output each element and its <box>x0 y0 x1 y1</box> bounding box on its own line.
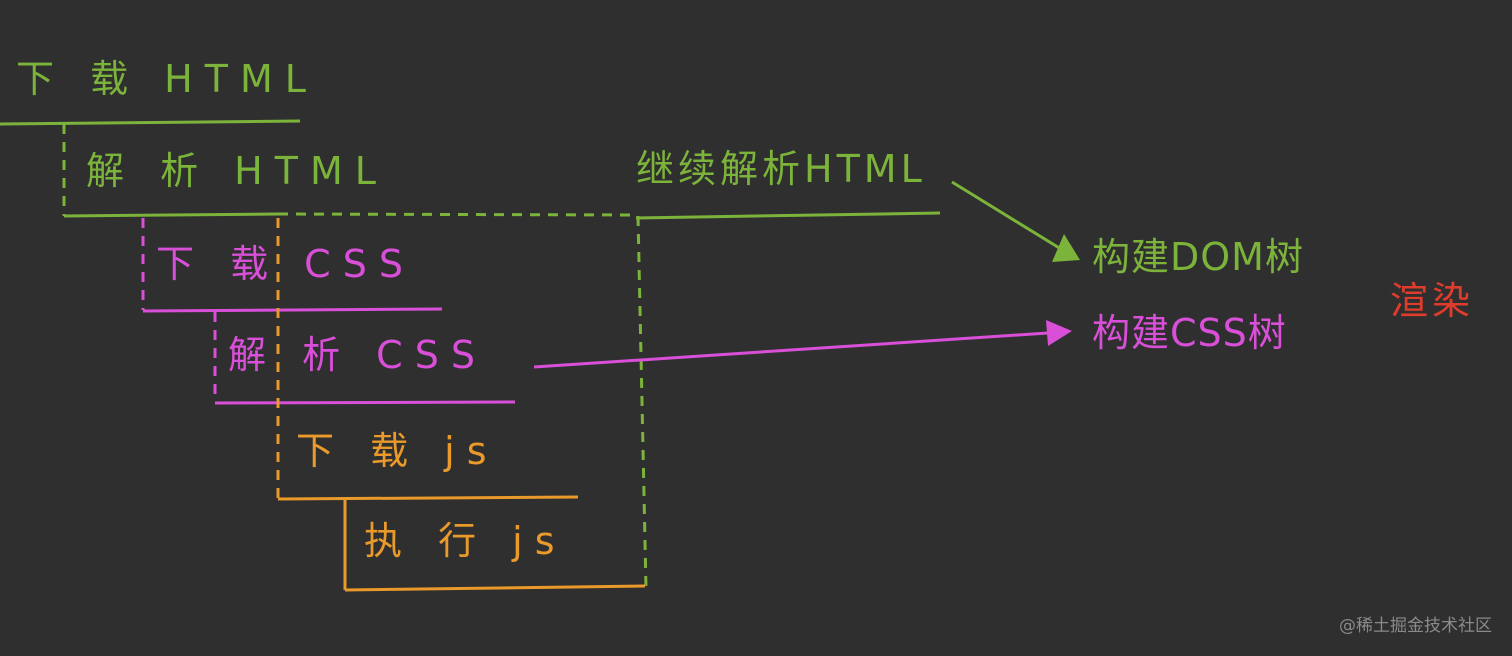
continue-parse-html-bar <box>635 211 941 220</box>
execute-js-bar <box>344 584 646 592</box>
render-label: 渲染 <box>1390 279 1475 323</box>
download-html-label: 下 载 HTML <box>16 57 318 101</box>
parse-html-paused-marker <box>636 215 648 589</box>
watermark: @稀土掘金技术社区 <box>1339 616 1492 636</box>
parse-html-paused-bar <box>277 212 637 217</box>
download-js-bar <box>277 495 579 501</box>
css-tree-arrow <box>533 331 1049 369</box>
parse-html-label: 解 析 HTML <box>86 149 388 193</box>
download-html-bar <box>0 119 301 126</box>
parse-html-bar <box>63 212 279 218</box>
download-css-bar <box>142 307 443 313</box>
build-css-tree-label: 构建CSS树 <box>1092 311 1287 355</box>
build-dom-tree-label: 构建DOM树 <box>1092 235 1304 279</box>
parse-css-label: 解 析 CSS <box>228 333 487 377</box>
css-tree-arrowhead <box>1046 320 1072 346</box>
parse-css-bar <box>214 400 516 405</box>
continue-parse-html-label: 继续解析HTML <box>636 147 926 191</box>
download-css-label: 下 载 CSS <box>156 242 415 286</box>
dom-tree-arrowhead <box>1052 234 1080 262</box>
dom-tree-arrow <box>951 180 1075 259</box>
execute-js-label: 执 行 js <box>364 519 567 563</box>
download-js-label: 下 载 js <box>296 429 499 473</box>
